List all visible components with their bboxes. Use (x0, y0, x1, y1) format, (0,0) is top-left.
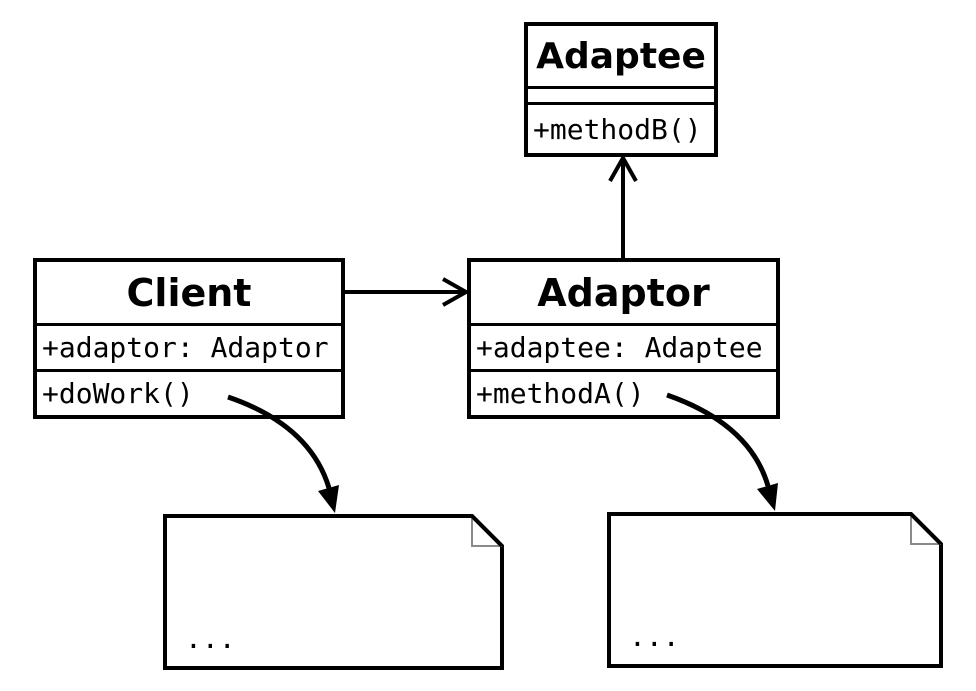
class-method-client: +doWork() (37, 369, 341, 415)
note-text: ... adaptor.methodA(); ... (185, 544, 488, 691)
class-box-client: Client +adaptor: Adaptor +doWork() (33, 258, 345, 419)
note-adaptee-methodB: ... adaptee.methodB(); ... (607, 512, 943, 668)
class-attribute-adaptor: +adaptee: Adaptee (471, 323, 776, 369)
note-shape (607, 512, 943, 668)
class-method-adaptee: +methodB() (528, 102, 714, 153)
class-name-adaptor: Adaptor (537, 270, 710, 315)
class-method-adaptor: +methodA() (471, 369, 776, 415)
class-attribute-client: +adaptor: Adaptor (37, 323, 341, 369)
class-box-adaptor: Adaptor +adaptee: Adaptee +methodA() (467, 258, 780, 419)
note-adaptor-methodA: ... adaptor.methodA(); ... (163, 514, 504, 670)
class-name-client: Client (126, 270, 252, 315)
class-attributes-adaptee-empty (528, 86, 714, 102)
client-to-adaptor-arrow (345, 277, 471, 307)
adaptor-to-adaptee-arrow (608, 153, 638, 259)
note-line: ... (185, 622, 236, 655)
note-line: ... (629, 620, 680, 653)
note-text: ... adaptee.methodB(); ... (629, 542, 932, 691)
class-name-adaptee: Adaptee (536, 35, 706, 77)
note-shape (163, 514, 504, 670)
class-box-adaptee: Adaptee +methodB() (524, 22, 718, 157)
